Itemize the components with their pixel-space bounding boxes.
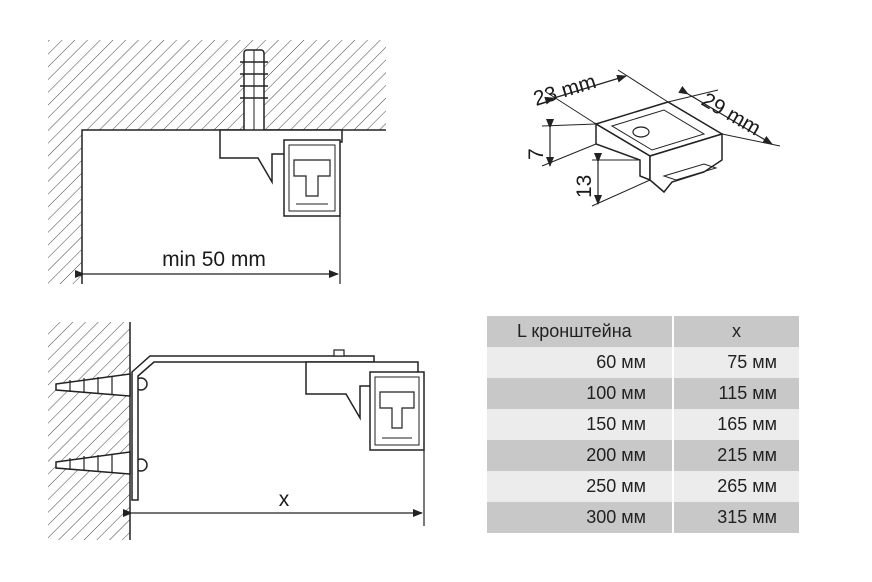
width-dimension-line xyxy=(544,74,627,105)
x-value-cell: 75 мм xyxy=(673,347,799,378)
table-row: 300 мм 315 мм xyxy=(487,502,799,533)
table-row: 150 мм 165 мм xyxy=(487,409,799,440)
profile-channel xyxy=(662,163,718,181)
x-value-cell: 265 мм xyxy=(673,471,799,502)
x-value-cell: 115 мм xyxy=(673,378,799,409)
wall-hatching xyxy=(48,322,130,540)
bracket-size-table: L кронштейна x 60 мм 75 мм 100 мм 115 мм… xyxy=(487,316,799,533)
width-label: 23 mm xyxy=(531,70,599,111)
bracket-length-cell: 100 мм xyxy=(487,378,674,409)
profile-dimensions-diagram: 23 mm 29 mm 7 13 xyxy=(525,69,781,207)
x-value-cell: 315 мм xyxy=(673,502,799,533)
table-row: 100 мм 115 мм xyxy=(487,378,799,409)
bracket-length-cell: 200 мм xyxy=(487,440,674,471)
depth-dimension-line xyxy=(678,85,773,145)
x-label: x xyxy=(279,488,290,511)
ceiling-rail-profile xyxy=(283,139,341,217)
table-header-row: L кронштейна x xyxy=(487,316,799,347)
wall-rail-profile xyxy=(369,371,425,451)
ceiling-anchor-icon xyxy=(240,49,268,133)
x-value-cell: 215 мм xyxy=(673,440,799,471)
min-distance-label: min 50 mm xyxy=(162,248,266,271)
bracket-length-cell: 300 мм xyxy=(487,502,674,533)
ceiling-mount-diagram: min 50 mm xyxy=(48,40,386,284)
table-row: 250 мм 265 мм xyxy=(487,471,799,502)
bracket-screw xyxy=(333,349,345,357)
bracket-length-cell: 60 мм xyxy=(487,347,674,378)
wall-mount-diagram: x xyxy=(48,322,425,540)
height-bottom-label: 13 xyxy=(573,175,596,198)
table-row: 200 мм 215 мм xyxy=(487,440,799,471)
screw-hole-icon xyxy=(632,126,650,138)
table-row: 60 мм 75 мм xyxy=(487,347,799,378)
bracket-length-cell: 250 мм xyxy=(487,471,674,502)
wall-anchor-bottom-icon xyxy=(55,451,131,475)
ceiling-wall-hatching xyxy=(48,40,386,284)
wall-anchor-top-icon xyxy=(55,373,131,397)
header-x: x xyxy=(673,316,799,347)
wall-bracket xyxy=(131,355,375,501)
height-top-label: 7 xyxy=(525,148,548,160)
bracket-length-cell: 150 мм xyxy=(487,409,674,440)
x-value-cell: 165 мм xyxy=(673,409,799,440)
header-bracket-length: L кронштейна xyxy=(487,316,674,347)
wall-clip xyxy=(305,361,419,421)
